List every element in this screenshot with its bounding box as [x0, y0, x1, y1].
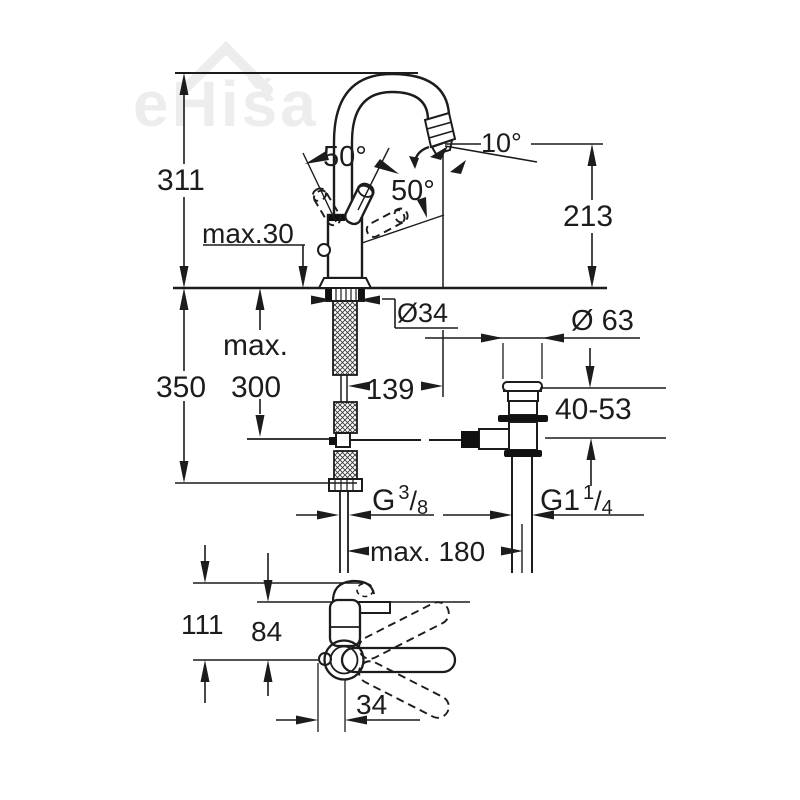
dim-111-label: 111 [181, 609, 224, 640]
side-view [173, 72, 666, 573]
dim-213-label: 213 [563, 200, 614, 233]
outlet-swivel-arrow-icon [409, 145, 430, 169]
dim-311-label: 311 [157, 164, 205, 197]
thread-g38-lines [296, 510, 434, 520]
dim-max300-lines [255, 288, 265, 437]
dim-max300-value-label: 300 [231, 371, 282, 404]
dim-311-lines [179, 73, 189, 288]
dim-34-lines [276, 663, 420, 732]
thread-g38-denominator: 8 [416, 497, 429, 519]
aerator [423, 111, 457, 156]
dia-63-label: Ø 63 [571, 305, 634, 337]
plan-faucet-body [318, 579, 391, 681]
angle-50-right-label: 50° [391, 175, 435, 207]
thread-g38-label: G 3 / 8 [372, 482, 429, 519]
angle-50-left-label: 50° [323, 141, 367, 173]
dia-63-lines [425, 333, 640, 379]
spout-arc [332, 72, 451, 218]
thread-g114-lines [443, 510, 644, 520]
angle-annotations [302, 147, 445, 244]
dia-34-leader [311, 288, 458, 329]
watermark-house-icon [179, 40, 273, 95]
thread-g114-denominator: 4 [601, 497, 613, 519]
deck-line [173, 72, 607, 290]
handle-lever-dashed-up [311, 187, 342, 227]
dia-34-label: Ø34 [397, 298, 449, 328]
dim-max300-word-label: max. [223, 329, 289, 362]
dim-213-lines [587, 144, 597, 288]
dim-350-lines [175, 288, 357, 484]
dim-34-label: 34 [356, 689, 388, 720]
dim-max180-label: max. 180 [370, 536, 486, 567]
handle-lever-solid [344, 182, 375, 226]
pop-up-rod [247, 432, 461, 448]
thread-g114-label: G1 1 / 4 [540, 482, 613, 519]
thread-g38-numerator: 3 [398, 482, 410, 504]
plan-handle-dashed-up [358, 601, 450, 660]
dim-max180-lines [347, 546, 523, 556]
dim-139-lines [348, 381, 443, 391]
faucet-body [317, 213, 373, 289]
angle-10-label: 10° [481, 128, 522, 158]
dim-139-label: 139 [366, 374, 415, 406]
plan-view [193, 545, 470, 732]
dim-max30-label: max.30 [202, 218, 294, 249]
plan-handle-solid [340, 646, 457, 674]
thread-g114-prefix: G1 [540, 484, 581, 517]
dim-40-53-lines [540, 348, 666, 486]
watermark-text: eHiša [133, 68, 319, 140]
plan-handle-dashed-down [358, 660, 450, 719]
dim-40-53-label: 40-53 [555, 393, 632, 426]
thread-g38-slash: / [409, 486, 417, 516]
dim-max30-lines [203, 244, 308, 288]
mounting-shank [325, 287, 365, 573]
dim-84-label: 84 [251, 616, 283, 647]
spout-angle-10-lines [430, 143, 603, 174]
thread-g114-slash: / [594, 486, 602, 516]
dim-111-lines [200, 545, 210, 703]
thread-g114-numerator: 1 [583, 482, 595, 504]
handle-lever-dashed-down [365, 207, 409, 238]
thread-g38-prefix: G [372, 484, 396, 517]
dim-84-lines [263, 553, 273, 696]
dim-350-label: 350 [156, 371, 207, 404]
